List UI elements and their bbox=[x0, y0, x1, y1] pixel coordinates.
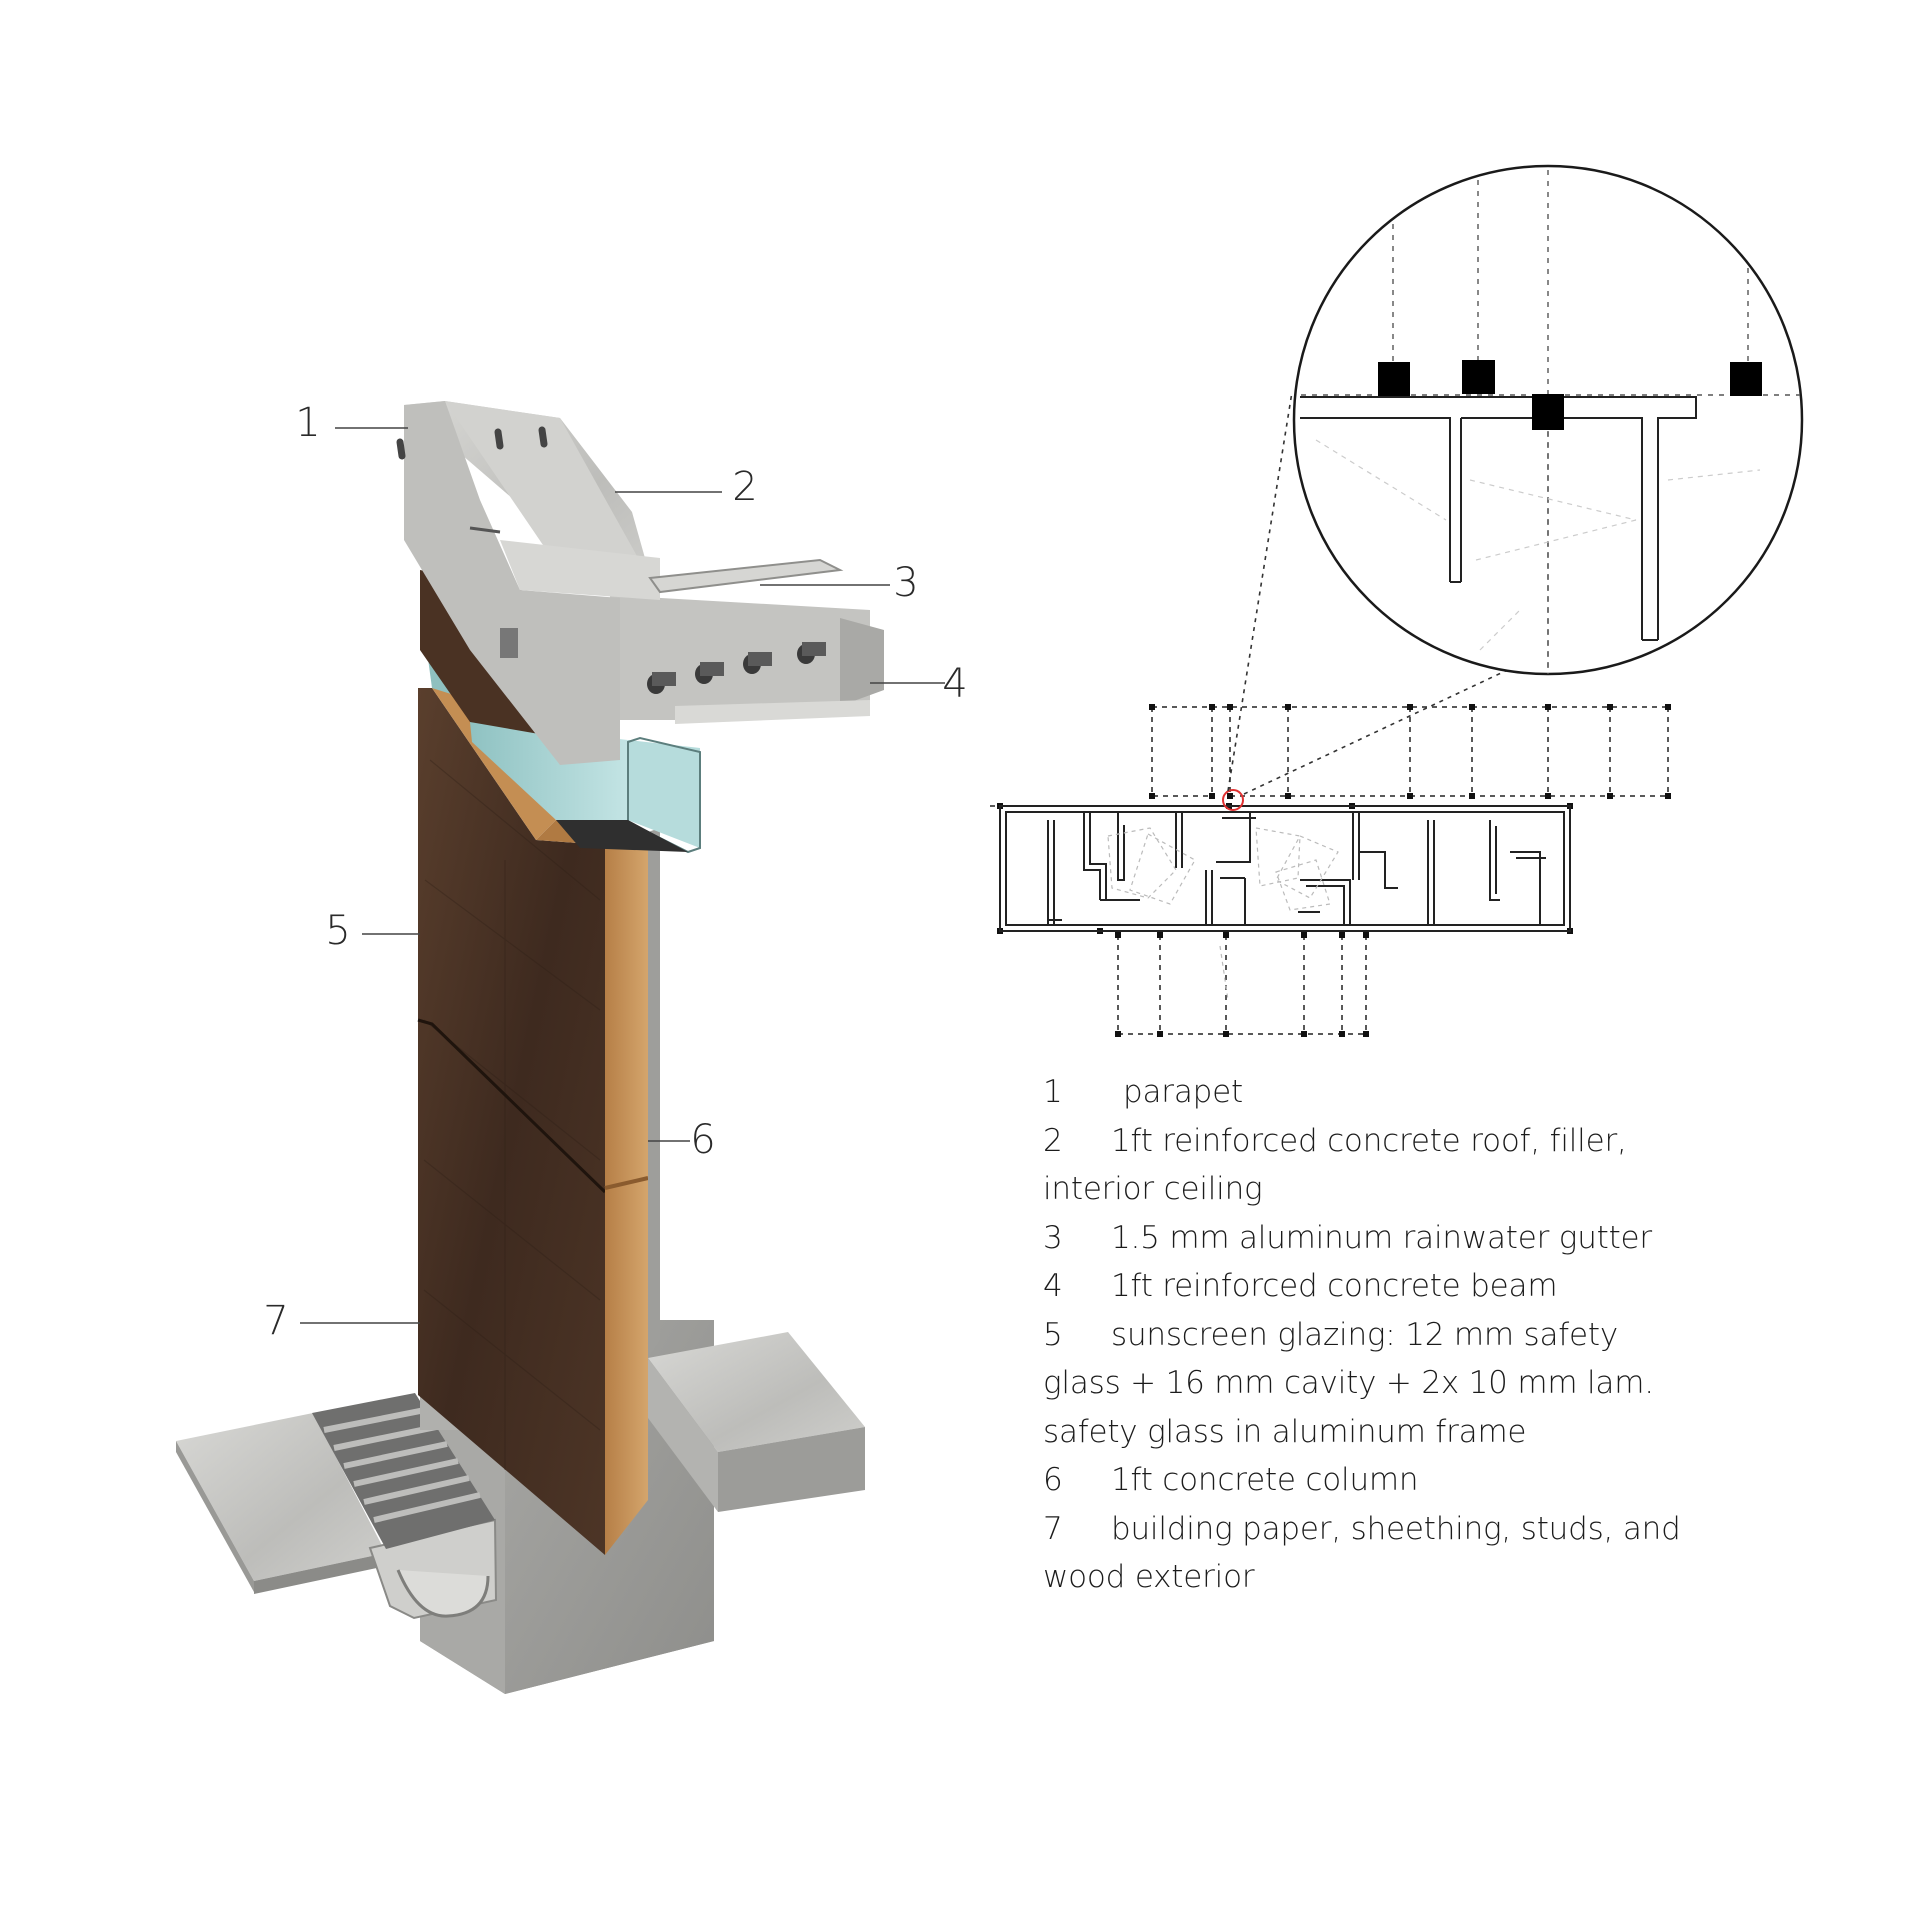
detail-location-marker bbox=[1222, 789, 1244, 811]
roof-slab bbox=[396, 401, 884, 765]
legend-text: 1ft reinforced concrete roof, filler, in… bbox=[1043, 1122, 1627, 1208]
legend-number: 6 bbox=[1043, 1462, 1063, 1498]
callout-3: 3 bbox=[893, 560, 918, 606]
legend-number: 2 bbox=[1043, 1122, 1063, 1159]
callout-labels: 1 2 3 4 5 6 7 bbox=[263, 400, 967, 1344]
legend-number: 4 bbox=[1043, 1268, 1063, 1304]
legend-number: 3 bbox=[1043, 1219, 1063, 1256]
legend-text: parapet bbox=[1123, 1074, 1243, 1110]
floor-plan bbox=[990, 391, 1671, 1037]
zoom-light-hints bbox=[1315, 439, 1761, 651]
wood-exterior-panel bbox=[417, 688, 607, 1555]
legend-item-3: 3 1.5 mm aluminum rainwater gutter bbox=[1043, 1214, 1683, 1263]
legend-text: 1ft reinforced concrete beam bbox=[1111, 1268, 1558, 1304]
wall-section-axonometric: 1 2 3 4 5 6 7 bbox=[176, 400, 968, 1694]
zoom-columns bbox=[1378, 360, 1762, 430]
callout-6: 6 bbox=[690, 1117, 715, 1163]
pavement-slab-left bbox=[176, 1413, 386, 1594]
callout-1: 1 bbox=[295, 400, 320, 446]
zoom-leader-lines bbox=[1227, 391, 1585, 795]
legend-item-6: 6 1ft concrete column bbox=[1043, 1456, 1683, 1505]
rebar-ends bbox=[647, 642, 826, 694]
legend-number: 5 bbox=[1043, 1316, 1063, 1353]
floor-slab-right bbox=[648, 1332, 865, 1512]
zoom-detail-circle bbox=[1292, 164, 1804, 676]
plan-walls bbox=[999, 805, 1571, 932]
legend-text: 1ft concrete column bbox=[1111, 1462, 1419, 1498]
callout-leaders bbox=[300, 427, 945, 1324]
legend-item-4: 4 1ft reinforced concrete beam bbox=[1043, 1262, 1683, 1311]
legend-item-1: 1 parapet bbox=[1043, 1068, 1683, 1117]
legend-text: sunscreen glazing: 12 mm safety glass + … bbox=[1043, 1316, 1654, 1450]
legend-number: 1 bbox=[1043, 1074, 1063, 1110]
drain-grate bbox=[312, 1393, 495, 1549]
rebar-top bbox=[396, 426, 548, 460]
concrete-column-edge bbox=[648, 828, 660, 1358]
callout-7: 7 bbox=[263, 1298, 288, 1344]
legend-text: building paper, sheething, studs, and wo… bbox=[1043, 1510, 1681, 1596]
legend-text: 1.5 mm aluminum rainwater gutter bbox=[1111, 1219, 1652, 1256]
legend-number: 7 bbox=[1043, 1510, 1063, 1547]
callout-2: 2 bbox=[732, 464, 757, 510]
callout-5: 5 bbox=[325, 908, 350, 954]
callout-4: 4 bbox=[942, 661, 967, 707]
plan-furniture-hints bbox=[1107, 827, 1339, 1001]
